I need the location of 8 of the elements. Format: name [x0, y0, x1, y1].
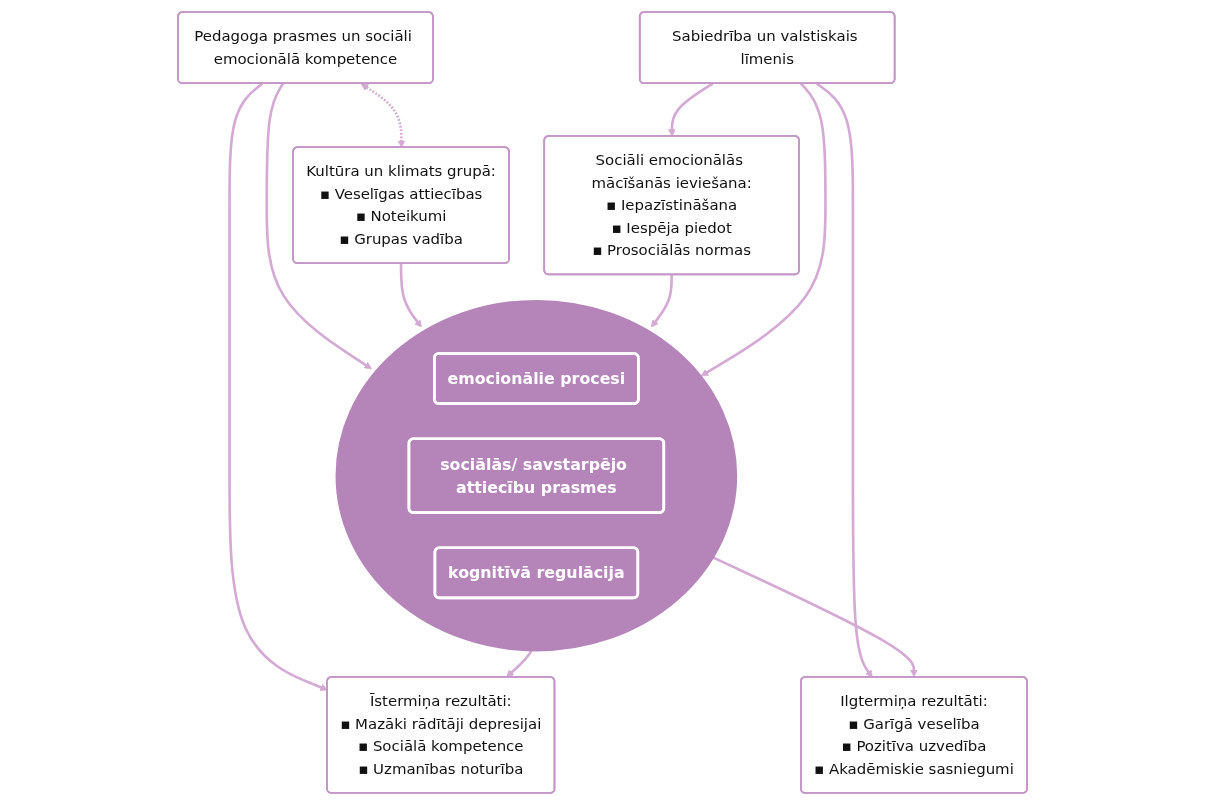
arrow [651, 274, 674, 328]
arrow [816, 82, 874, 678]
cluster [336, 299, 738, 652]
arrow [361, 83, 406, 148]
arrow [265, 82, 373, 370]
arrow [701, 82, 828, 377]
arrow [400, 263, 423, 328]
arrow [668, 82, 714, 137]
